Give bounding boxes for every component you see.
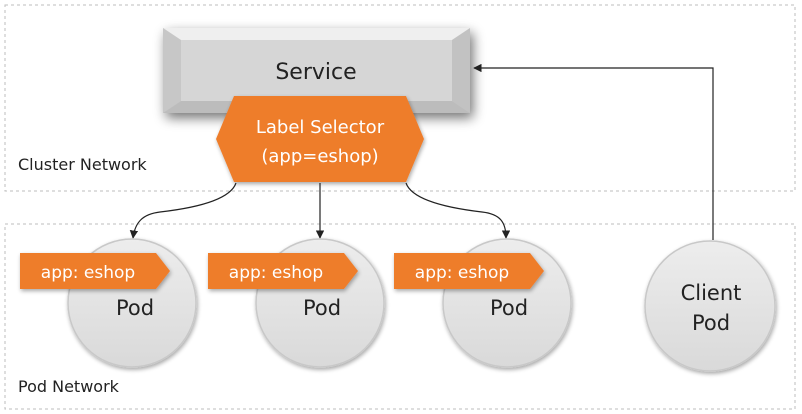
pod-network-label: Pod Network [18, 377, 120, 396]
pod-3: app: eshop Pod [394, 238, 572, 368]
pod-1: app: eshop Pod [20, 238, 197, 368]
pod-tag-arrow [20, 253, 170, 289]
client-pod-line2: Pod [692, 311, 730, 335]
label-selector-hexagon [216, 96, 424, 182]
pod-tag-label: app: eshop [41, 263, 135, 283]
client-pod: Client Pod [644, 240, 776, 372]
label-selector-line2: (app=eshop) [261, 146, 378, 167]
label-selector-line1: Label Selector [256, 117, 385, 138]
arrow-to-pod-3 [405, 182, 511, 239]
pod-label: Pod [490, 296, 528, 320]
pod-tag-arrow [208, 253, 358, 289]
client-pod-line1: Client [681, 281, 742, 305]
pod-tag-label: app: eshop [415, 263, 509, 283]
pod-tag-arrow [394, 253, 544, 289]
arrow-to-pod-1 [129, 182, 237, 239]
pod-network-region [4, 223, 796, 410]
pod-label: Pod [116, 296, 154, 320]
pod-label: Pod [303, 296, 341, 320]
client-pod-circle [644, 240, 776, 372]
pod-2: app: eshop Pod [208, 238, 385, 368]
pod-tag-label: app: eshop [229, 263, 323, 283]
cluster-network-region [4, 4, 796, 192]
arrow-client-to-service [473, 63, 714, 240]
service-label: Service [275, 60, 356, 85]
cluster-network-label: Cluster Network [18, 155, 147, 174]
